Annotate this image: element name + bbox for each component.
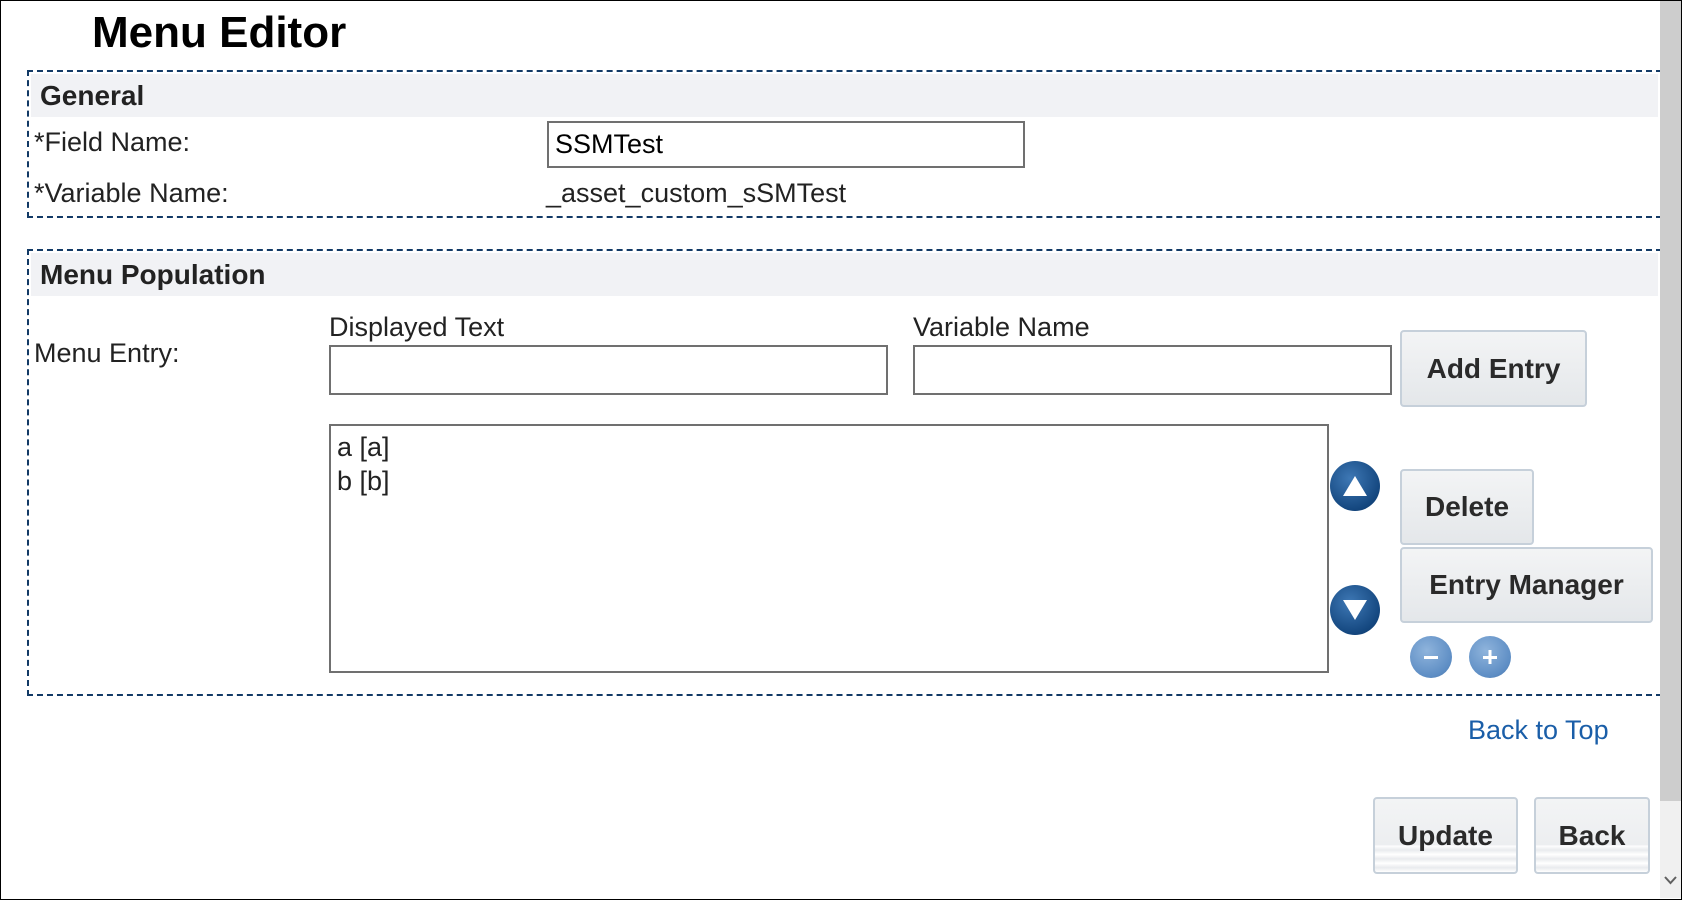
move-down-button[interactable]: [1330, 585, 1380, 635]
menu-entries-listbox[interactable]: a [a] b [b]: [329, 424, 1329, 673]
delete-button[interactable]: Delete: [1400, 469, 1534, 545]
variable-name-label: *Variable Name:: [34, 178, 229, 208]
variable-name-value: _asset_custom_sSMTest: [546, 178, 847, 208]
update-button[interactable]: Update: [1373, 797, 1518, 874]
list-item[interactable]: a [a]: [337, 432, 390, 462]
triangle-down-icon: [1343, 600, 1367, 620]
displayed-text-input[interactable]: [329, 345, 888, 395]
expand-button[interactable]: [1469, 636, 1511, 678]
menu-entry-label: Menu Entry:: [34, 338, 180, 368]
add-entry-button[interactable]: Add Entry: [1400, 330, 1587, 407]
field-name-label: *Field Name:: [34, 127, 191, 157]
list-item[interactable]: b [b]: [337, 466, 390, 496]
collapse-button[interactable]: [1410, 636, 1452, 678]
menu-population-heading: Menu Population: [31, 253, 1658, 296]
scroll-down-arrow-icon[interactable]: [1663, 874, 1678, 886]
field-name-input[interactable]: [547, 121, 1025, 168]
entry-manager-button[interactable]: Entry Manager: [1400, 547, 1653, 623]
move-up-button[interactable]: [1330, 461, 1380, 511]
general-heading: General: [31, 74, 1658, 117]
general-section: General: [27, 70, 1662, 218]
entry-variable-name-label: Variable Name: [913, 312, 1090, 342]
menu-population-section: Menu Population: [27, 249, 1662, 696]
minus-icon: [1424, 656, 1438, 659]
triangle-up-icon: [1343, 476, 1367, 496]
scrollbar-thumb[interactable]: [1660, 1, 1681, 801]
plus-icon: [1483, 650, 1497, 664]
back-button[interactable]: Back: [1534, 797, 1650, 874]
page-title: Menu Editor: [92, 8, 347, 57]
scrollbar[interactable]: [1660, 1, 1681, 898]
back-to-top-link[interactable]: Back to Top: [1468, 715, 1609, 745]
displayed-text-label: Displayed Text: [329, 312, 505, 342]
entry-variable-name-input[interactable]: [913, 345, 1392, 395]
